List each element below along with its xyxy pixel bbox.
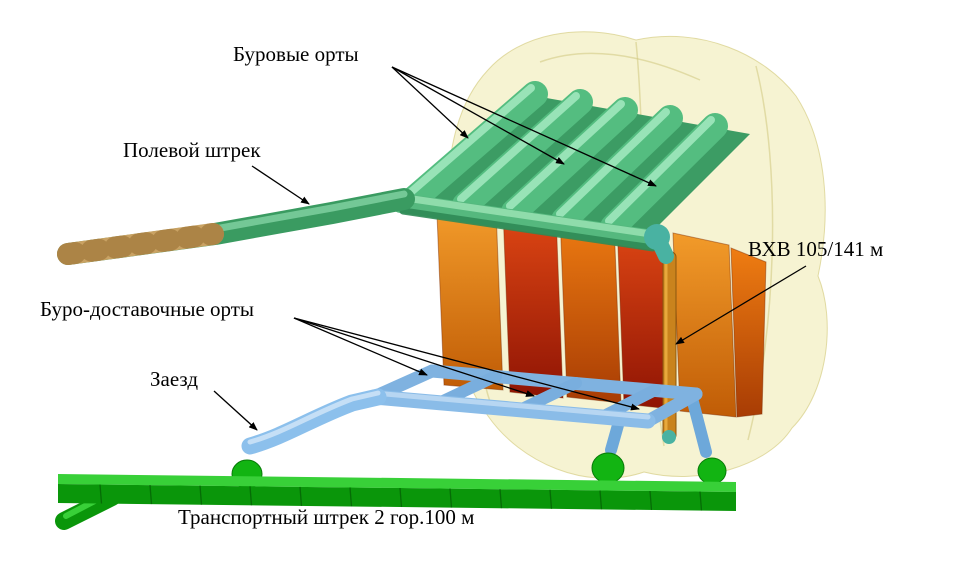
deck-front-lip xyxy=(391,193,663,252)
field-drift xyxy=(57,188,415,265)
corner-elbow xyxy=(644,224,674,264)
annotation-arrows xyxy=(213,66,807,431)
transport-drift xyxy=(55,474,736,530)
label-transport-drift: Транспортный штрек 2 гор.100 м xyxy=(178,505,475,529)
label-raise-vhv: ВХВ 105/141 м xyxy=(748,237,884,261)
label-drill-delivery-orts: Буро-доставочные орты xyxy=(40,297,255,321)
entry-ramp xyxy=(241,388,387,455)
label-drilling-orts: Буровые орты xyxy=(233,42,359,66)
label-entry-ramp: Заезд xyxy=(150,367,199,391)
label-field-drift: Полевой штрек xyxy=(123,138,261,162)
stope-panels xyxy=(436,208,767,418)
